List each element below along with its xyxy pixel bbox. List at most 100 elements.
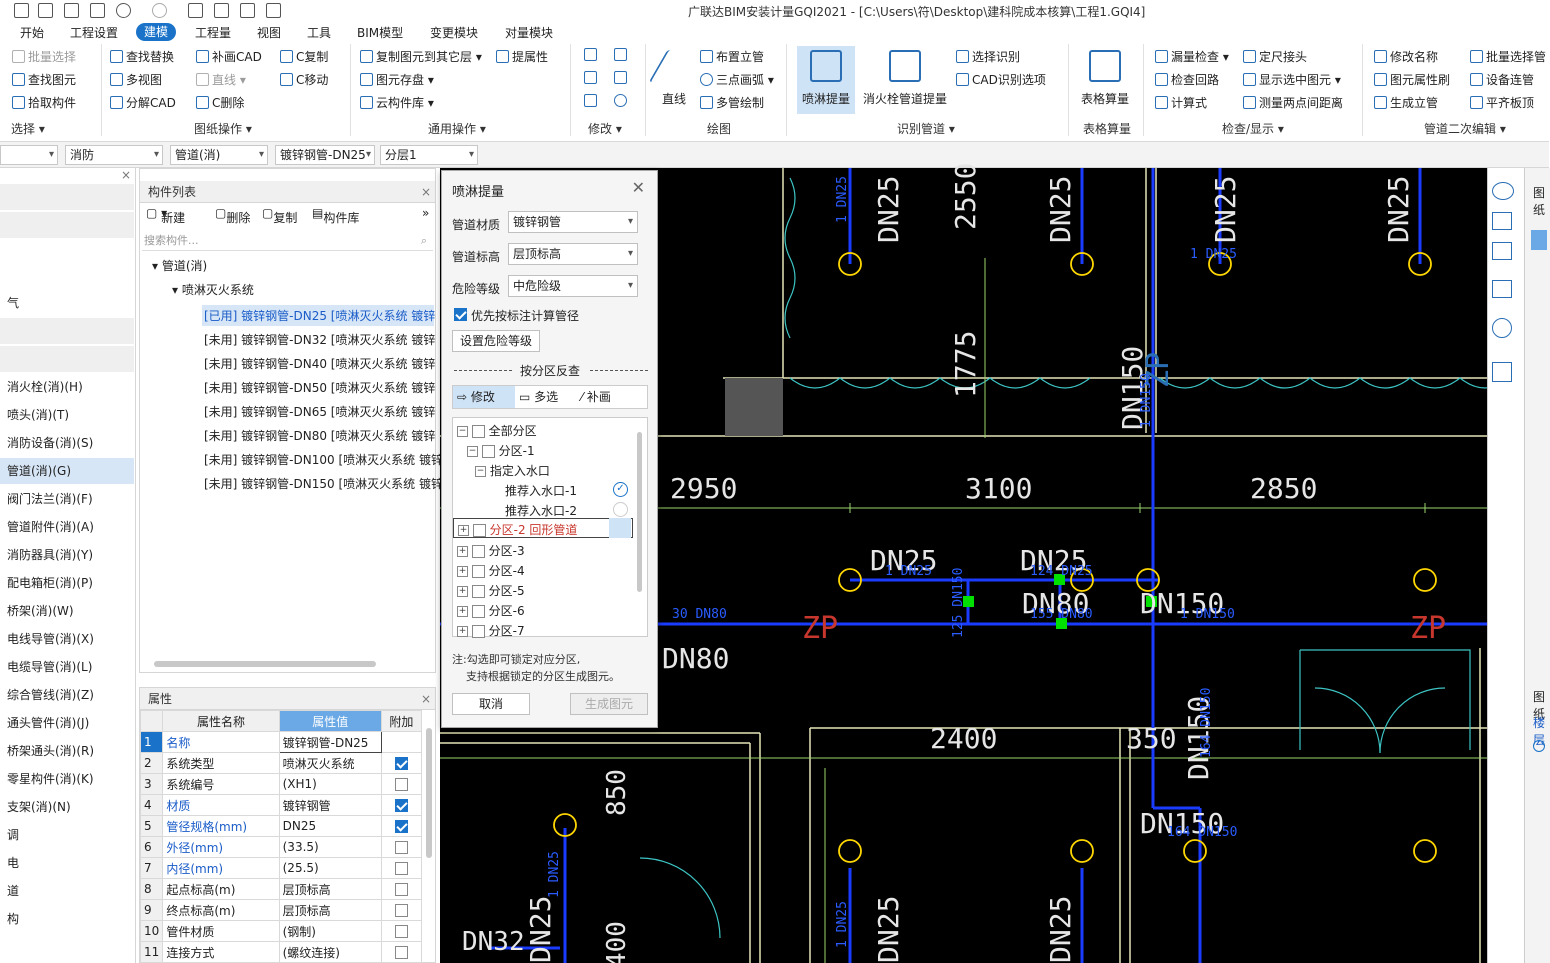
- nav-item[interactable]: 电缆导管(消)(L): [7, 660, 93, 674]
- generate-elements-button[interactable]: 生成图元: [570, 693, 648, 715]
- zone-all[interactable]: − 全部分区: [457, 424, 537, 438]
- group-label-select[interactable]: 选择 ▾: [11, 122, 45, 136]
- cad-identify-options-button[interactable]: CAD识别选项: [956, 71, 1046, 88]
- missing-check-button[interactable]: 漏量检查 ▾: [1155, 48, 1229, 65]
- more-icon[interactable]: »: [422, 206, 430, 220]
- three-point-arc-button[interactable]: 三点画弧 ▾: [700, 71, 774, 88]
- nav-item[interactable]: 桥架通头(消)(R): [7, 744, 95, 758]
- extra-checkbox[interactable]: [394, 925, 408, 938]
- extra-checkbox[interactable]: [394, 946, 408, 959]
- layout-icon[interactable]: [240, 3, 255, 18]
- modify-flip-icon[interactable]: [614, 71, 630, 85]
- zone-item[interactable]: + 分区-4: [457, 564, 525, 578]
- nav-item[interactable]: 消防设备(消)(S): [7, 436, 94, 450]
- property-value[interactable]: (钢制): [278, 920, 382, 942]
- menu-view[interactable]: 视图: [257, 26, 282, 40]
- mode-modify-button[interactable]: ⇨ 修改: [453, 386, 515, 408]
- device-connect-button[interactable]: 设备连管: [1470, 71, 1534, 88]
- batch-select-pipe-button[interactable]: 批量选择管: [1470, 48, 1546, 65]
- close-icon[interactable]: ×: [420, 692, 431, 706]
- redraw-cad-button[interactable]: 补画CAD: [196, 48, 262, 65]
- box-view-icon[interactable]: [1492, 280, 1512, 298]
- nav-item[interactable]: 零星构件(消)(K): [7, 772, 94, 786]
- component-item[interactable]: [已用] 镀锌钢管-DN25 [喷淋灭火系统 镀锌: [202, 305, 435, 326]
- menu-modeling[interactable]: 建模: [136, 23, 177, 41]
- nav-item[interactable]: 消防器具(消)(Y): [7, 548, 94, 562]
- copy-component-button[interactable]: ▢ 复制: [262, 206, 298, 225]
- draw-line-button[interactable]: 直线: [648, 46, 700, 114]
- property-value[interactable]: (螺纹连接): [278, 941, 382, 963]
- extract-props-button[interactable]: 提属性: [496, 48, 548, 65]
- extra-checkbox[interactable]: [394, 799, 408, 812]
- select-identify-button[interactable]: 选择识别: [956, 48, 1020, 65]
- material-select[interactable]: 镀锌钢管: [508, 211, 638, 233]
- tree-group[interactable]: ▾ 喷淋灭火系统: [172, 283, 254, 297]
- extra-checkbox-cell[interactable]: [380, 836, 423, 858]
- nav-item[interactable]: 调: [7, 828, 20, 842]
- drawing-tab[interactable]: 图纸: [1533, 186, 1546, 217]
- zone-1[interactable]: − 分区-1: [467, 444, 535, 458]
- extra-checkbox[interactable]: [394, 904, 408, 917]
- delete-component-button[interactable]: ▢ 删除: [215, 206, 251, 225]
- globe-view-icon[interactable]: [1492, 182, 1514, 200]
- property-value[interactable]: 层顶标高: [278, 878, 382, 900]
- cancel-button[interactable]: 取消: [452, 693, 530, 715]
- zone-item[interactable]: + 分区-3: [457, 544, 525, 558]
- nav-item[interactable]: [0, 318, 134, 344]
- multi-pipe-draw-button[interactable]: 多管绘制: [700, 94, 764, 111]
- extra-checkbox-cell[interactable]: [380, 752, 423, 774]
- extra-checkbox-cell[interactable]: [380, 878, 423, 900]
- nav-item[interactable]: 支架(消)(N): [7, 800, 71, 814]
- nav-item[interactable]: 阀门法兰(消)(F): [7, 492, 93, 506]
- zone-item[interactable]: + 分区-6: [457, 604, 525, 618]
- extra-checkbox-cell[interactable]: [380, 731, 423, 753]
- nav-item[interactable]: 电线导管(消)(X): [7, 632, 94, 646]
- horizontal-scrollbar[interactable]: [154, 661, 376, 667]
- menu-reconcile-module[interactable]: 对量模块: [505, 26, 554, 40]
- explode-cad-button[interactable]: 分解CAD: [110, 94, 176, 111]
- property-value[interactable]: 镀锌钢管: [278, 794, 382, 816]
- layer-list-icon[interactable]: [1492, 362, 1512, 382]
- mode-multiselect-button[interactable]: ▭ 多选: [519, 390, 559, 404]
- find-element-button[interactable]: 查找图元: [12, 71, 76, 88]
- drawing-list-selected[interactable]: [1531, 230, 1547, 250]
- nav-item[interactable]: [0, 184, 134, 210]
- component-item[interactable]: [未用] 镀锌钢管-DN50 [喷淋灭火系统 镀锌: [204, 381, 436, 395]
- set-hazard-button[interactable]: 设置危险等级: [452, 330, 540, 352]
- extra-checkbox-cell[interactable]: [380, 920, 423, 942]
- rename-button[interactable]: 修改名称: [1374, 48, 1438, 65]
- place-riser-button[interactable]: 布置立管: [700, 48, 764, 65]
- component-item[interactable]: [未用] 镀锌钢管-DN32 [喷淋灭火系统 镀锌: [204, 333, 436, 347]
- nav-item[interactable]: 通头管件(消)(J): [7, 716, 90, 730]
- batch-select-button[interactable]: 批量选择: [12, 48, 76, 65]
- extra-checkbox[interactable]: [394, 841, 408, 854]
- copy-to-layer-button[interactable]: 复制图元到其它层 ▾: [360, 48, 482, 65]
- component-item[interactable]: [未用] 镀锌钢管-DN80 [喷淋灭火系统 镀锌: [204, 429, 436, 443]
- cloud-library-button[interactable]: 云构件库 ▾: [360, 94, 434, 111]
- nav-item[interactable]: 管道附件(消)(A): [7, 520, 94, 534]
- sprinkler-extract-button[interactable]: 喷淋提量: [797, 46, 855, 114]
- element-save-button[interactable]: 图元存盘 ▾: [360, 71, 434, 88]
- component-item[interactable]: [未用] 镀锌钢管-DN150 [喷淋灭火系统 镀锌: [204, 477, 443, 491]
- close-icon[interactable]: ✕: [631, 178, 645, 197]
- group-label-modify[interactable]: 修改 ▾: [588, 122, 622, 136]
- rotate-view-icon[interactable]: [1492, 318, 1512, 338]
- component-item[interactable]: [未用] 镀锌钢管-DN40 [喷淋灭火系统 镀锌: [204, 357, 436, 371]
- fixed-length-joint-button[interactable]: 定尺接头: [1243, 48, 1307, 65]
- menu-bim-model[interactable]: BIM模型: [357, 26, 404, 40]
- extra-checkbox[interactable]: [394, 862, 408, 875]
- zone-1-inlet[interactable]: − 指定入水口: [475, 464, 550, 478]
- combo-component-type[interactable]: 管道(消): [170, 145, 268, 165]
- nav-item[interactable]: 气: [7, 296, 20, 310]
- property-brush-button[interactable]: 图元属性刷: [1374, 71, 1450, 88]
- nav-item[interactable]: 配电箱柜(消)(P): [7, 576, 93, 590]
- new-file-icon[interactable]: [38, 3, 53, 18]
- nav-item[interactable]: 电: [7, 856, 20, 870]
